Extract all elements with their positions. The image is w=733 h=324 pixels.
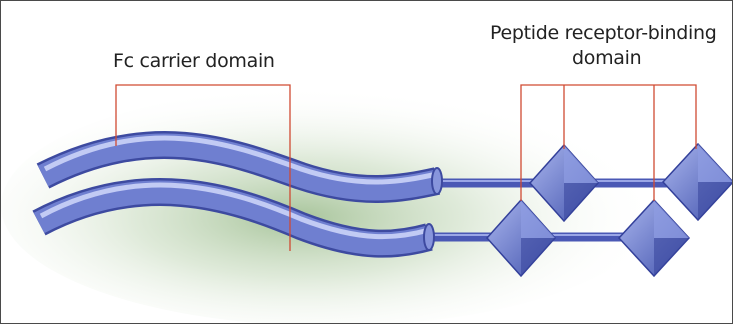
lower-tube-end-cap — [424, 224, 434, 250]
peptide-label-line1: Peptide receptor-binding — [490, 22, 716, 44]
peptide-label-line2: domain — [572, 47, 641, 69]
fc-carrier-label: Fc carrier domain — [113, 50, 275, 72]
upper-tube-end-cap — [432, 168, 442, 194]
peptide-diamond-upper-right — [663, 144, 733, 220]
